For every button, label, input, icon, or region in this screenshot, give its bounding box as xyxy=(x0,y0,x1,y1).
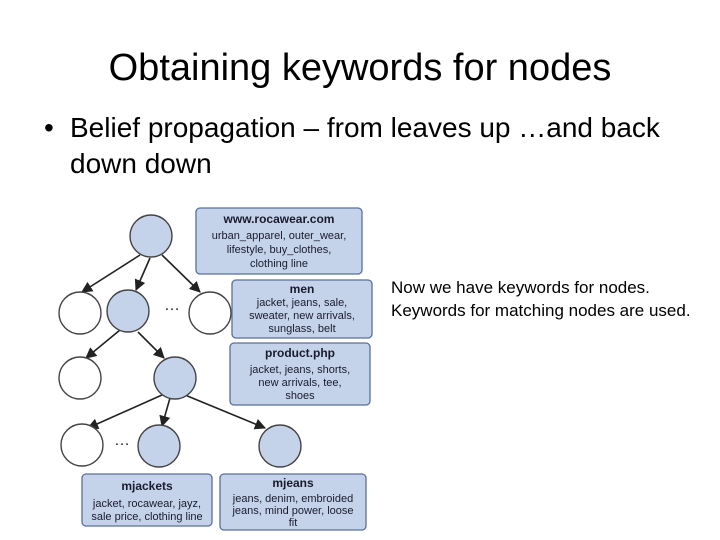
box-mjeans-line: jeans, mind power, loose xyxy=(231,505,353,517)
node-level3-left xyxy=(60,423,104,467)
box-product-line: shoes xyxy=(285,390,315,402)
box-rocawear-header: www.rocawear.com xyxy=(223,212,335,226)
box-men-line: sunglass, belt xyxy=(268,323,335,335)
box-mjackets-line: jacket, rocawear, jayz, xyxy=(92,498,201,510)
side-note: Now we have keywords for nodes. Keywords… xyxy=(391,278,691,320)
edge-product-mjeans xyxy=(184,394,267,430)
box-mjackets-line: sale price, clothing line xyxy=(91,511,202,523)
edge-product-mjackets xyxy=(159,397,171,428)
box-rocawear-line: lifestyle, buy_clothes, xyxy=(227,244,332,256)
box-men-line: sweater, new arrivals, xyxy=(249,310,355,322)
box-mjackets: mjackets jacket, rocawear, jayz, sale pr… xyxy=(81,473,213,527)
bullet-marker: • xyxy=(44,112,54,143)
edge-men-product xyxy=(137,331,165,359)
box-men-header: men xyxy=(290,282,315,296)
edge-root-left xyxy=(81,254,141,293)
node-level1-left xyxy=(58,291,102,335)
node-level1-right xyxy=(188,291,232,335)
box-rocawear: www.rocawear.com urban_apparel, outer_we… xyxy=(195,207,363,275)
node-men xyxy=(106,289,150,333)
box-rocawear-line: clothing line xyxy=(250,258,308,270)
bullet-text: Belief propagation – from leaves up …and… xyxy=(70,112,660,179)
node-product xyxy=(153,356,197,400)
box-product: product.php jacket, jeans, shorts, new a… xyxy=(229,342,371,406)
box-mjeans-line: jeans, denim, embroided xyxy=(232,493,353,505)
ellipsis-level3: … xyxy=(114,432,130,449)
node-mjackets xyxy=(137,424,181,468)
edge-product-left xyxy=(86,394,163,430)
edge-root-right xyxy=(161,254,201,293)
box-mjackets-header: mjackets xyxy=(121,479,173,493)
box-men: men jacket, jeans, sale, sweater, new ar… xyxy=(231,279,373,339)
edge-men-left xyxy=(85,329,121,359)
edge-root-middle xyxy=(134,257,151,292)
box-mjeans: mjeans jeans, denim, embroided jeans, mi… xyxy=(219,473,367,531)
box-mjeans-header: mjeans xyxy=(272,476,314,490)
box-men-line: jacket, jeans, sale, xyxy=(256,297,348,309)
node-mjeans xyxy=(258,424,302,468)
box-mjeans-line: fit xyxy=(289,517,298,529)
box-product-line: jacket, jeans, shorts, xyxy=(249,364,350,376)
node-level2-left xyxy=(58,356,102,400)
slide-title: Obtaining keywords for nodes xyxy=(108,47,612,89)
tree-edges xyxy=(81,254,267,430)
box-product-header: product.php xyxy=(265,346,335,360)
tree-nodes xyxy=(58,214,302,468)
box-rocawear-line: urban_apparel, outer_wear, xyxy=(212,230,347,242)
box-product-line: new arrivals, tee, xyxy=(258,377,341,389)
node-root xyxy=(129,214,173,258)
ellipsis-level1: … xyxy=(164,297,180,314)
